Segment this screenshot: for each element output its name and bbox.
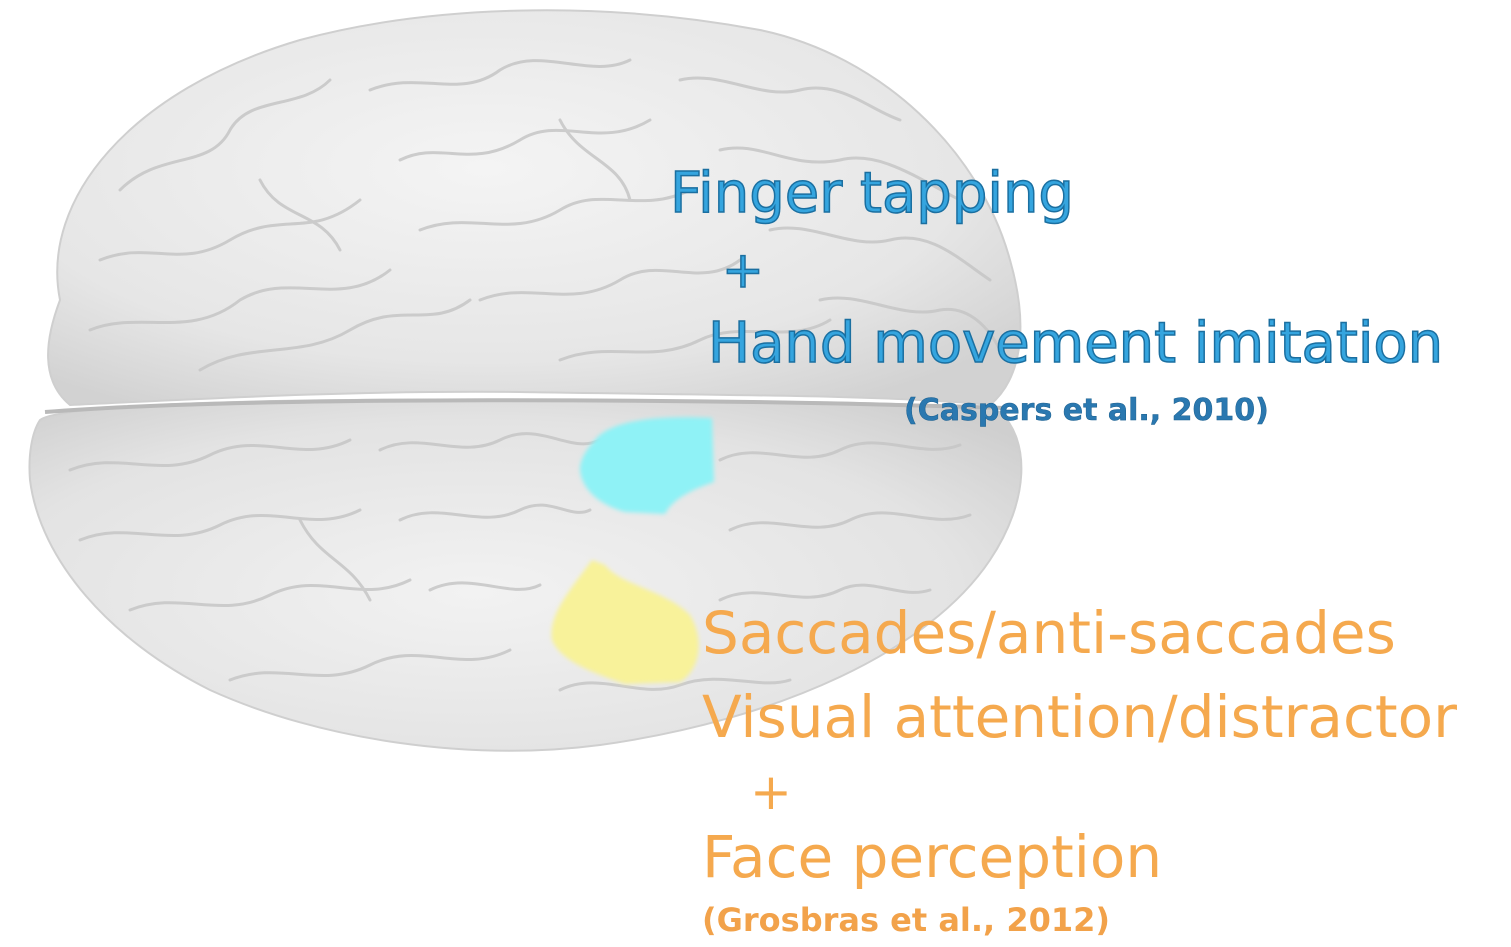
label-blue-plus: + <box>722 245 764 295</box>
label-visual-attention-distractor: Visual attention/distractor <box>702 688 1457 746</box>
label-saccades-anti-saccades: Saccades/anti-saccades <box>702 604 1396 662</box>
citation-grosbras-2012: (Grosbras et al., 2012) <box>702 904 1110 936</box>
label-finger-tapping: Finger tapping <box>670 166 1074 222</box>
label-face-perception: Face perception <box>702 828 1162 886</box>
label-orange-plus: + <box>750 767 792 817</box>
label-hand-movement-imitation: Hand movement imitation <box>708 316 1443 372</box>
citation-caspers-2010: (Caspers et al., 2010) <box>904 396 1269 426</box>
